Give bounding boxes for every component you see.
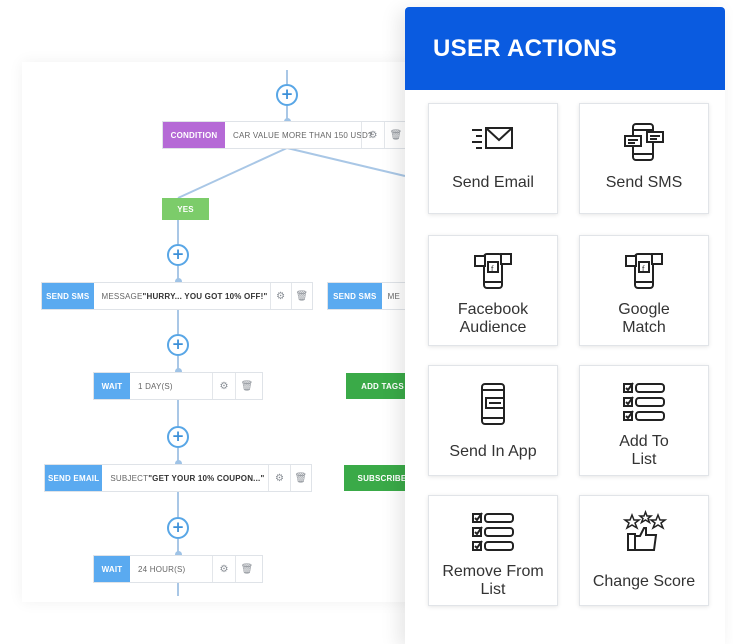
trash-icon[interactable]: 🗑 (384, 122, 407, 148)
trash-icon[interactable]: 🗑 (290, 283, 312, 309)
user-actions-panel: USER ACTIONS Send Email Send SMS (405, 7, 725, 644)
action-label: Remove From List (442, 563, 544, 598)
wait-duration: 24 HOUR(S) (138, 564, 186, 574)
thumbs-up-stars-icon (580, 509, 708, 551)
wait-node[interactable]: WAIT 24 HOUR(S) ⚙ 🗑 (93, 555, 263, 583)
action-label: Change Score (592, 573, 696, 590)
gear-icon[interactable]: ⚙ (212, 373, 235, 399)
connector-dot (175, 278, 182, 285)
connector-dot (175, 551, 182, 558)
action-label: Google Match (618, 301, 670, 336)
checklist-icon (580, 382, 708, 422)
svg-text:f: f (642, 265, 645, 273)
action-card-send-in-app[interactable]: Send In App (428, 365, 558, 476)
message-value: "HURRY... YOU GOT 10% OFF!" (142, 291, 268, 301)
gear-icon[interactable]: ⚙ (212, 556, 235, 582)
action-label: Facebook Audience (457, 301, 529, 336)
action-card-google-match[interactable]: f Google Match (579, 235, 709, 346)
add-step-button[interactable]: + (167, 517, 189, 539)
trash-icon[interactable]: 🗑 (289, 465, 311, 491)
send-email-node[interactable]: SEND EMAIL SUBJECT "GET YOUR 10% COUPON.… (44, 464, 312, 492)
condition-node[interactable]: CONDITION CAR VALUE MORE THAN 150 USD? ⚙… (162, 121, 412, 149)
gear-icon[interactable]: ⚙ (268, 465, 289, 491)
condition-tag: CONDITION (163, 122, 225, 148)
action-card-send-email[interactable]: Send Email (428, 103, 558, 214)
action-card-facebook-audience[interactable]: f Facebook Audience (428, 235, 558, 346)
send-sms-node-right[interactable]: SEND SMS ME (327, 282, 407, 310)
send-sms-node[interactable]: SEND SMS MESSAGE "HURRY... YOU GOT 10% O… (41, 282, 313, 310)
send-email-tag: SEND EMAIL (45, 465, 103, 491)
envelope-icon (429, 122, 557, 162)
gear-icon[interactable]: ⚙ (269, 283, 291, 309)
checklist-remove-icon (429, 512, 557, 552)
google-match-icon: f (580, 250, 708, 290)
connector-dot (175, 460, 182, 467)
action-card-add-to-list[interactable]: Add To List (579, 365, 709, 476)
add-step-button[interactable]: + (167, 426, 189, 448)
action-card-change-score[interactable]: Change Score (579, 495, 709, 606)
workflow-background (22, 62, 462, 602)
action-label: Send Email (452, 174, 534, 191)
subject-prefix: SUBJECT (110, 473, 149, 483)
yes-branch-label: YES (162, 198, 209, 220)
panel-title: USER ACTIONS (405, 7, 725, 90)
svg-text:f: f (491, 265, 494, 273)
gear-icon[interactable]: ⚙ (361, 122, 384, 148)
wait-duration: 1 DAY(S) (138, 381, 173, 391)
subject-value: "GET YOUR 10% COUPON..." (148, 473, 265, 483)
trash-icon[interactable]: 🗑 (235, 556, 258, 582)
action-card-send-sms[interactable]: Send SMS (579, 103, 709, 214)
action-label: Send In App (449, 443, 537, 460)
connector-dot (175, 368, 182, 375)
wait-node[interactable]: WAIT 1 DAY(S) ⚙ 🗑 (93, 372, 263, 400)
trash-icon[interactable]: 🗑 (235, 373, 258, 399)
send-email-subject: SUBJECT "GET YOUR 10% COUPON..." (102, 465, 268, 491)
phone-chat-icon (580, 122, 708, 162)
add-step-button[interactable]: + (276, 84, 298, 106)
action-label: Add To List (619, 433, 669, 468)
action-label: Send SMS (605, 174, 683, 191)
add-step-button[interactable]: + (167, 244, 189, 266)
send-sms-tag: SEND SMS (328, 283, 382, 309)
in-app-message-icon (429, 382, 557, 425)
message-prefix: MESSAGE (101, 291, 143, 301)
send-sms-message: ME (387, 291, 400, 301)
add-step-button[interactable]: + (167, 334, 189, 356)
send-sms-tag: SEND SMS (42, 283, 94, 309)
condition-text: CAR VALUE MORE THAN 150 USD? (233, 130, 373, 140)
wait-tag: WAIT (94, 556, 130, 582)
send-sms-message: MESSAGE "HURRY... YOU GOT 10% OFF!" (94, 283, 270, 309)
wait-tag: WAIT (94, 373, 130, 399)
action-card-remove-from-list[interactable]: Remove From List (428, 495, 558, 606)
facebook-audience-icon: f (429, 250, 557, 290)
